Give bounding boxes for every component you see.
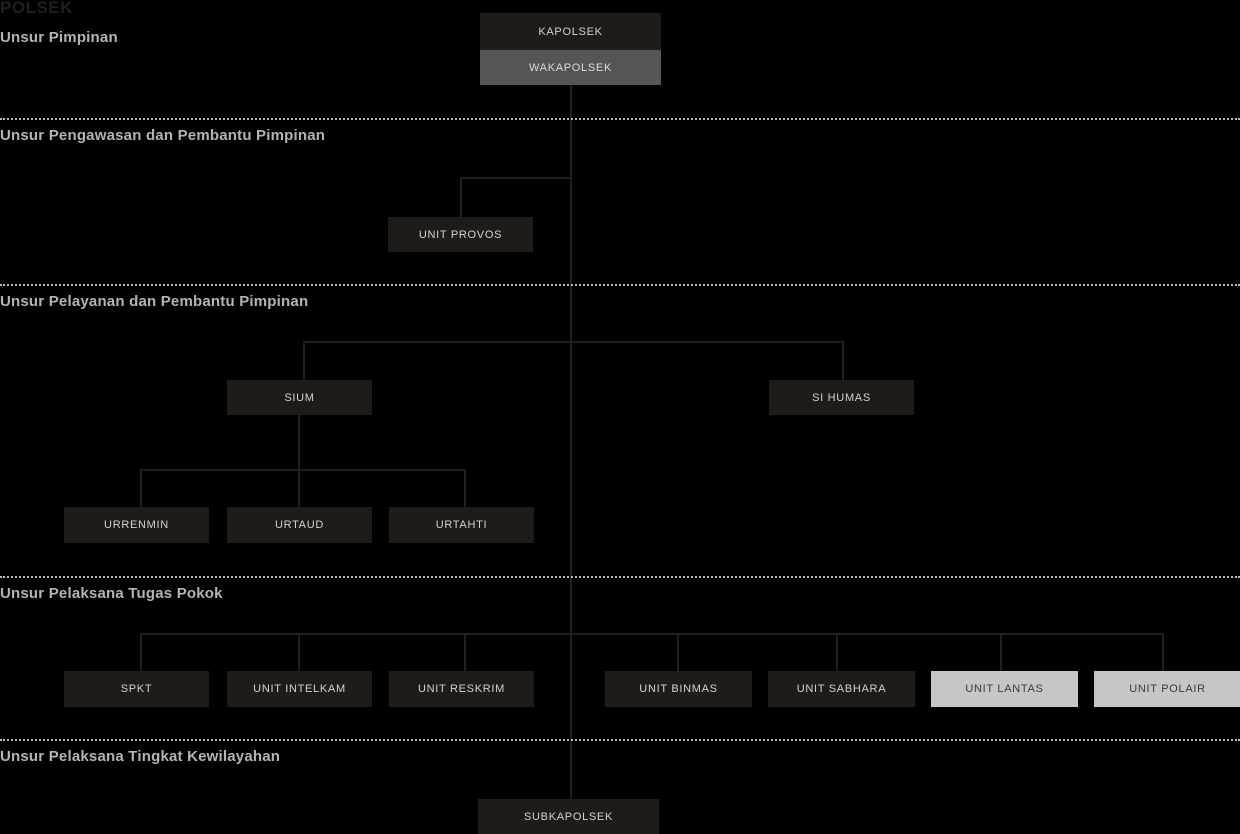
- node-sium[interactable]: SIUM: [227, 380, 372, 415]
- node-spkt[interactable]: SPKT: [64, 671, 209, 707]
- connector-binmas-drop: [677, 633, 679, 671]
- connector-lantas-drop: [1000, 633, 1002, 671]
- connector-pelayanan-bus: [303, 341, 844, 343]
- section-divider-3: [0, 576, 1240, 578]
- connector-urtahti-drop: [464, 469, 466, 507]
- node-unit-reskrim[interactable]: UNIT RESKRIM: [389, 671, 534, 707]
- connector-polair-drop: [1162, 633, 1164, 671]
- node-subkapolsek[interactable]: SUBKAPOLSEK: [478, 799, 659, 834]
- connector-sihumas-drop: [842, 341, 844, 380]
- node-unit-provos[interactable]: UNIT PROVOS: [388, 217, 533, 252]
- node-kapolsek[interactable]: KAPOLSEK: [480, 13, 661, 50]
- connector-sabhara-drop: [836, 633, 838, 671]
- connector-reskrim-drop: [464, 633, 466, 671]
- node-urtaud[interactable]: URTAUD: [227, 507, 372, 543]
- connector-urrenmin-drop: [140, 469, 142, 507]
- connector-pelaksana-bus: [140, 633, 1163, 635]
- section-divider-1: [0, 118, 1240, 120]
- connector-sium-drop: [303, 341, 305, 380]
- node-unit-binmas[interactable]: UNIT BINMAS: [605, 671, 752, 707]
- section-label-pelayanan: Unsur Pelayanan dan Pembantu Pimpinan: [0, 293, 309, 310]
- node-wakapolsek[interactable]: WAKAPOLSEK: [480, 50, 661, 85]
- connector-provos-horizontal: [460, 177, 572, 179]
- node-unit-sabhara[interactable]: UNIT SABHARA: [768, 671, 915, 707]
- node-unit-lantas[interactable]: UNIT LANTAS: [931, 671, 1078, 707]
- node-si-humas[interactable]: SI HUMAS: [769, 380, 914, 415]
- connector-intelkam-drop: [298, 633, 300, 671]
- connector-provos-vertical: [460, 177, 462, 219]
- section-divider-2: [0, 284, 1240, 286]
- section-divider-4: [0, 739, 1240, 741]
- connector-spkt-drop: [140, 633, 142, 671]
- page-title: POLSEK: [0, 0, 73, 17]
- connector-sium-stem: [298, 415, 300, 470]
- connector-urtaud-drop: [298, 469, 300, 507]
- node-unit-polair[interactable]: UNIT POLAIR: [1094, 671, 1240, 707]
- node-urrenmin[interactable]: URRENMIN: [64, 507, 209, 543]
- node-unit-intelkam[interactable]: UNIT INTELKAM: [227, 671, 372, 707]
- section-label-pengawasan: Unsur Pengawasan dan Pembantu Pimpinan: [0, 127, 326, 144]
- section-label-kewilayahan: Unsur Pelaksana Tingkat Kewilayahan: [0, 748, 281, 765]
- node-urtahti[interactable]: URTAHTI: [389, 507, 534, 543]
- section-label-pelaksana: Unsur Pelaksana Tugas Pokok: [0, 585, 223, 602]
- connector-sium-children-bus: [140, 469, 466, 471]
- main-spine-line: [570, 85, 572, 799]
- section-label-pimpinan: Unsur Pimpinan: [0, 29, 118, 46]
